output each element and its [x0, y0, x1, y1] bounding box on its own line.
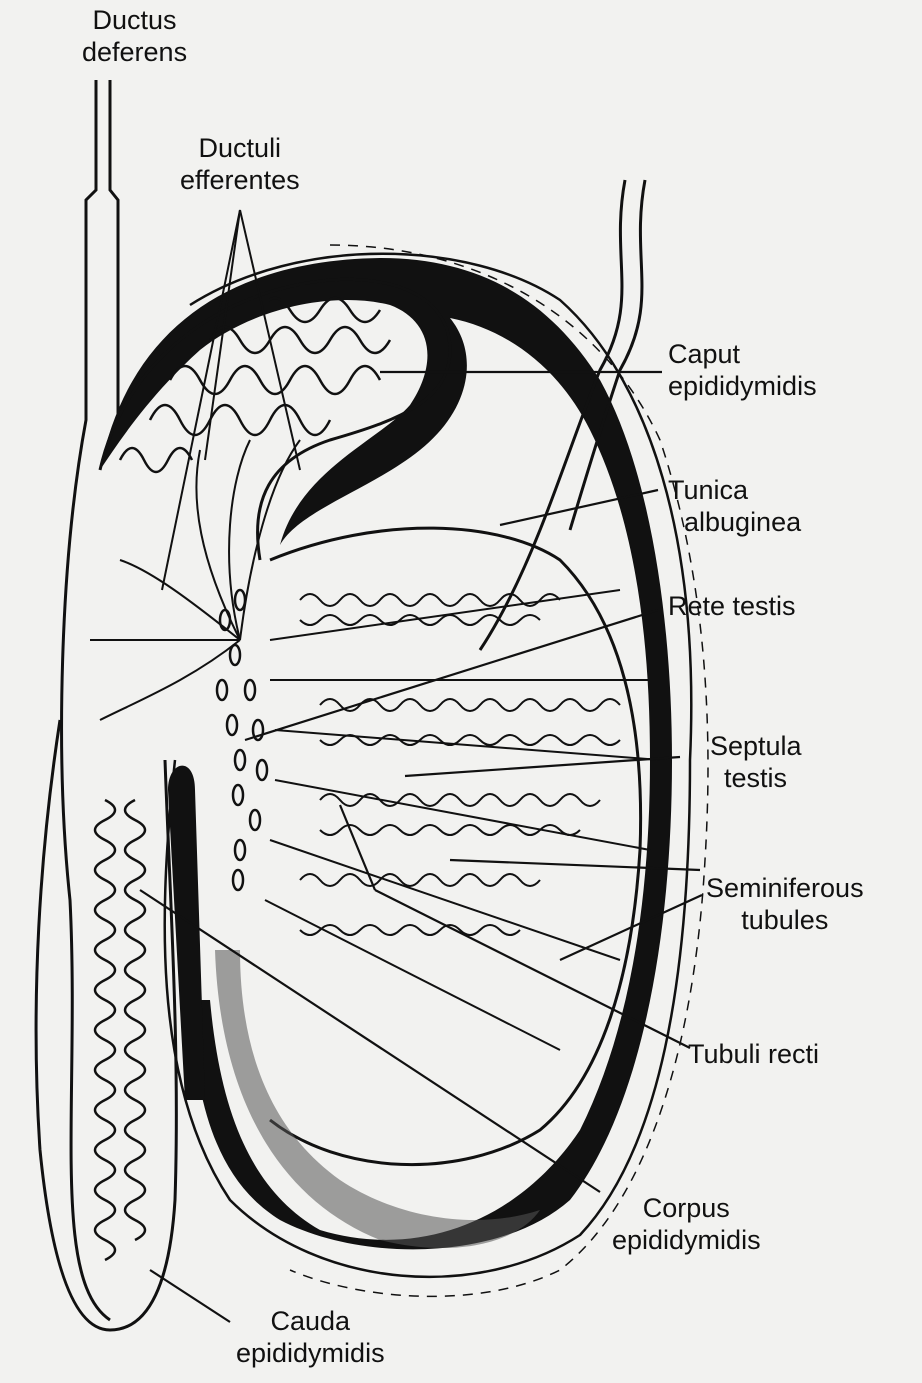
label-corpus-line2: epididymidis: [612, 1224, 761, 1256]
label-tubuli-recti: Tubuli recti: [688, 1038, 819, 1070]
label-rete-testis-text: Rete testis: [668, 590, 796, 622]
ductus-deferens: [62, 80, 110, 1320]
label-seminiferous-line1: Seminiferous: [706, 872, 864, 904]
label-ductuli-efferentes: Ductuli efferentes: [180, 132, 300, 196]
label-tunica-line2: albuginea: [668, 506, 801, 538]
label-corpus-line1: Corpus: [612, 1192, 761, 1224]
label-caput-epididymidis: Caput epididymidis: [668, 338, 817, 402]
label-caput-line2: epididymidis: [668, 370, 817, 402]
corpus-coils: [95, 800, 145, 1260]
corpus-outline: [36, 720, 176, 1330]
label-ductus-deferens-line1: Ductus: [82, 4, 187, 36]
label-cauda-epididymidis: Cauda epididymidis: [236, 1305, 385, 1369]
label-septula-line1: Septula: [710, 730, 802, 762]
label-seminiferous-line2: tubules: [706, 904, 864, 936]
rete-network: [217, 590, 267, 890]
label-septula-line2: testis: [710, 762, 802, 794]
label-seminiferous-tubules: Seminiferous tubules: [706, 872, 864, 936]
label-tunica-albuginea: Tunica albuginea: [668, 474, 801, 538]
label-ductus-deferens: Ductus deferens: [82, 4, 187, 68]
capsule-dashed: [290, 245, 708, 1296]
efferent-ductules: [90, 440, 300, 720]
label-tunica-line1: Tunica: [668, 474, 801, 506]
label-ductuli-efferentes-line1: Ductuli: [180, 132, 300, 164]
label-tubuli-recti-text: Tubuli recti: [688, 1038, 819, 1070]
label-caput-line1: Caput: [668, 338, 817, 370]
leader-lines: [140, 372, 702, 1322]
label-ductuli-efferentes-line2: efferentes: [180, 164, 300, 196]
label-ductus-deferens-line2: deferens: [82, 36, 187, 68]
label-cauda-line2: epididymidis: [236, 1337, 385, 1369]
septula: [265, 590, 660, 1050]
label-rete-testis: Rete testis: [668, 590, 796, 622]
label-septula-testis: Septula testis: [710, 730, 802, 794]
label-corpus-epididymidis: Corpus epididymidis: [612, 1192, 761, 1256]
testis-inner-outline: [270, 528, 641, 1164]
label-cauda-line1: Cauda: [236, 1305, 385, 1337]
